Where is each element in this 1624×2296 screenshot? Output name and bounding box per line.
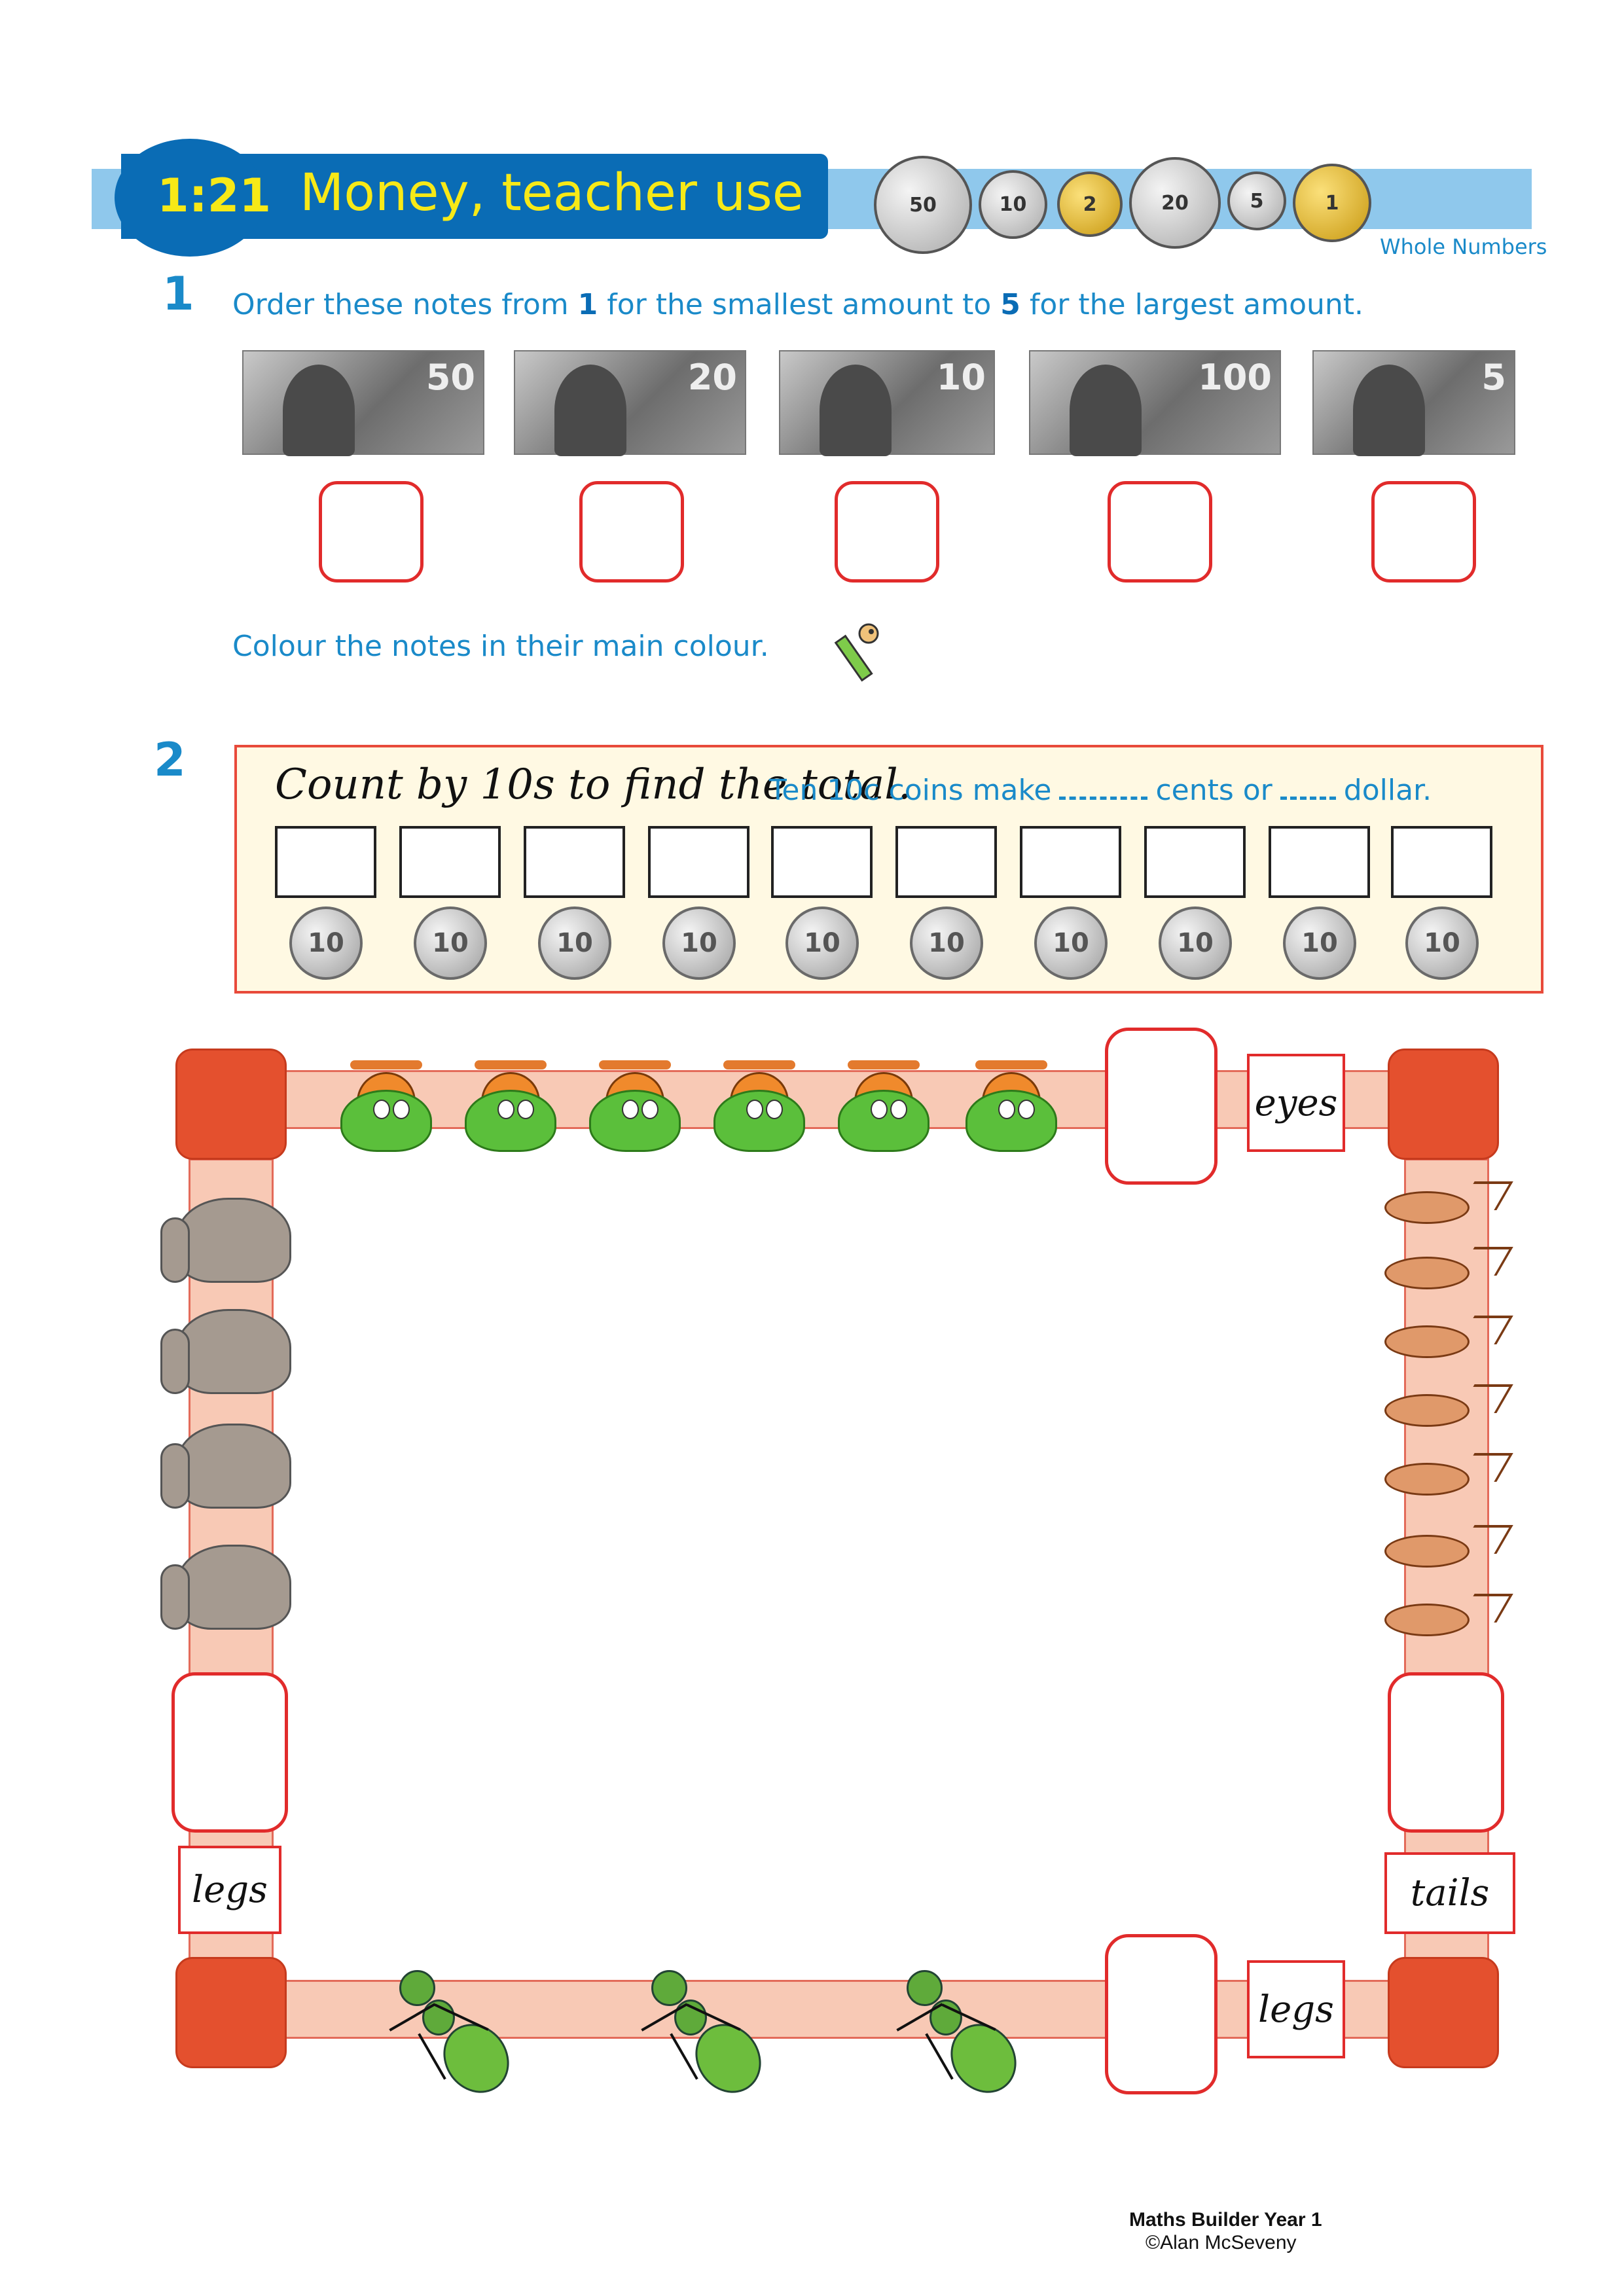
ten-cent-coin-icon: 10 <box>785 906 859 980</box>
label-tails: tails <box>1384 1852 1515 1934</box>
elephant-icon <box>157 1191 295 1289</box>
question-1-number: 1 <box>162 267 194 321</box>
count-box-1[interactable] <box>275 826 376 898</box>
ant-icon <box>386 1964 522 2106</box>
colour-instruction: Colour the notes in their main colour. <box>232 630 769 663</box>
board-answer-box-right[interactable] <box>1388 1672 1504 1833</box>
coin-2-dollar-icon: 2 <box>1057 171 1123 237</box>
count-heading: Count by 10s to find the total. <box>275 761 911 809</box>
elephant-icon <box>157 1538 295 1636</box>
section-label: Whole Numbers <box>1380 234 1547 259</box>
coin-50c-icon: 50 <box>874 156 972 254</box>
board-corner-bottom-right <box>1388 1957 1499 2068</box>
banknote-50: 50 <box>242 350 484 456</box>
mouse-icon <box>1371 1453 1513 1499</box>
portrait-icon <box>820 365 892 456</box>
count-box-4[interactable] <box>648 826 749 898</box>
order-answer-box-2[interactable] <box>579 481 684 583</box>
portrait-icon <box>1353 365 1425 456</box>
mouse-icon <box>1371 1316 1513 1361</box>
ant-icon <box>893 1964 1030 2106</box>
ten-cent-coin-icon: 10 <box>662 906 736 980</box>
coin-5c-icon: 5 <box>1227 171 1286 230</box>
count-box-3[interactable] <box>524 826 625 898</box>
mouse-icon <box>1371 1384 1513 1430</box>
banknote-5: 5 <box>1312 350 1515 456</box>
count-box-10[interactable] <box>1391 826 1492 898</box>
elephant-icon <box>157 1302 295 1401</box>
banknote-20: 20 <box>514 350 746 456</box>
crocodile-icon <box>965 1060 1057 1158</box>
ten-cent-coin-icon: 10 <box>414 906 487 980</box>
order-answer-box-4[interactable] <box>1108 481 1212 583</box>
count-box-7[interactable] <box>1020 826 1121 898</box>
count-box-5[interactable] <box>771 826 873 898</box>
count-box-2[interactable] <box>399 826 501 898</box>
count-box-9[interactable] <box>1269 826 1370 898</box>
crocodile-icon <box>589 1060 681 1158</box>
page-title: Money, teacher use <box>300 164 804 223</box>
question-1-instruction: Order these notes from 1 for the smalles… <box>232 288 1363 321</box>
label-eyes: eyes <box>1247 1054 1345 1152</box>
ten-cent-coin-icon: 10 <box>538 906 611 980</box>
board-corner-bottom-left <box>175 1957 287 2068</box>
portrait-icon <box>554 365 626 456</box>
mouse-icon <box>1371 1594 1513 1640</box>
label-legs-bottom: legs <box>1247 1960 1345 2058</box>
count-box-8[interactable] <box>1144 826 1246 898</box>
ten-cent-coin-icon: 10 <box>289 906 363 980</box>
mouse-icon <box>1371 1247 1513 1293</box>
crocodile-icon <box>838 1060 929 1158</box>
banknote-10: 10 <box>779 350 995 456</box>
dollar-blank[interactable] <box>1280 797 1336 800</box>
footer-book-title: Maths Builder Year 1 <box>1129 2209 1322 2231</box>
coin-10c-icon: 10 <box>979 170 1047 239</box>
footer-copyright: ©Alan McSeveny <box>1146 2232 1297 2253</box>
crocodile-icon <box>340 1060 432 1158</box>
portrait-icon <box>283 365 355 456</box>
label-legs-left: legs <box>178 1846 281 1934</box>
ten-cent-coin-icon: 10 <box>1034 906 1108 980</box>
ten-cent-coin-icon: 10 <box>1283 906 1356 980</box>
board-corner-top-right <box>1388 1049 1499 1160</box>
portrait-icon <box>1070 365 1142 456</box>
pencil-worm-icon <box>834 623 879 682</box>
count-box-6[interactable] <box>895 826 997 898</box>
ten-cent-coin-icon: 10 <box>1405 906 1479 980</box>
order-answer-box-5[interactable] <box>1371 481 1476 583</box>
mouse-icon <box>1371 1181 1513 1227</box>
board-answer-box-top[interactable] <box>1105 1028 1218 1185</box>
cents-blank[interactable] <box>1059 797 1148 800</box>
banknote-100: 100 <box>1029 350 1281 456</box>
mouse-icon <box>1371 1525 1513 1571</box>
crocodile-icon <box>713 1060 805 1158</box>
page-number: 1:21 <box>157 169 272 223</box>
coin-20c-icon: 20 <box>1129 157 1221 249</box>
title-number-badge <box>115 139 265 257</box>
ten-cent-coin-icon: 10 <box>1159 906 1232 980</box>
question-2-number: 2 <box>154 733 186 787</box>
ten-cent-coin-icon: 10 <box>910 906 983 980</box>
order-answer-box-3[interactable] <box>835 481 939 583</box>
elephant-icon <box>157 1417 295 1515</box>
coin-1-dollar-icon: 1 <box>1293 164 1371 242</box>
order-answer-box-1[interactable] <box>319 481 424 583</box>
board-answer-box-bottom[interactable] <box>1105 1934 1218 2094</box>
board-answer-box-left[interactable] <box>171 1672 288 1833</box>
ant-icon <box>638 1964 774 2106</box>
board-corner-top-left <box>175 1049 287 1160</box>
crocodile-icon <box>465 1060 556 1158</box>
